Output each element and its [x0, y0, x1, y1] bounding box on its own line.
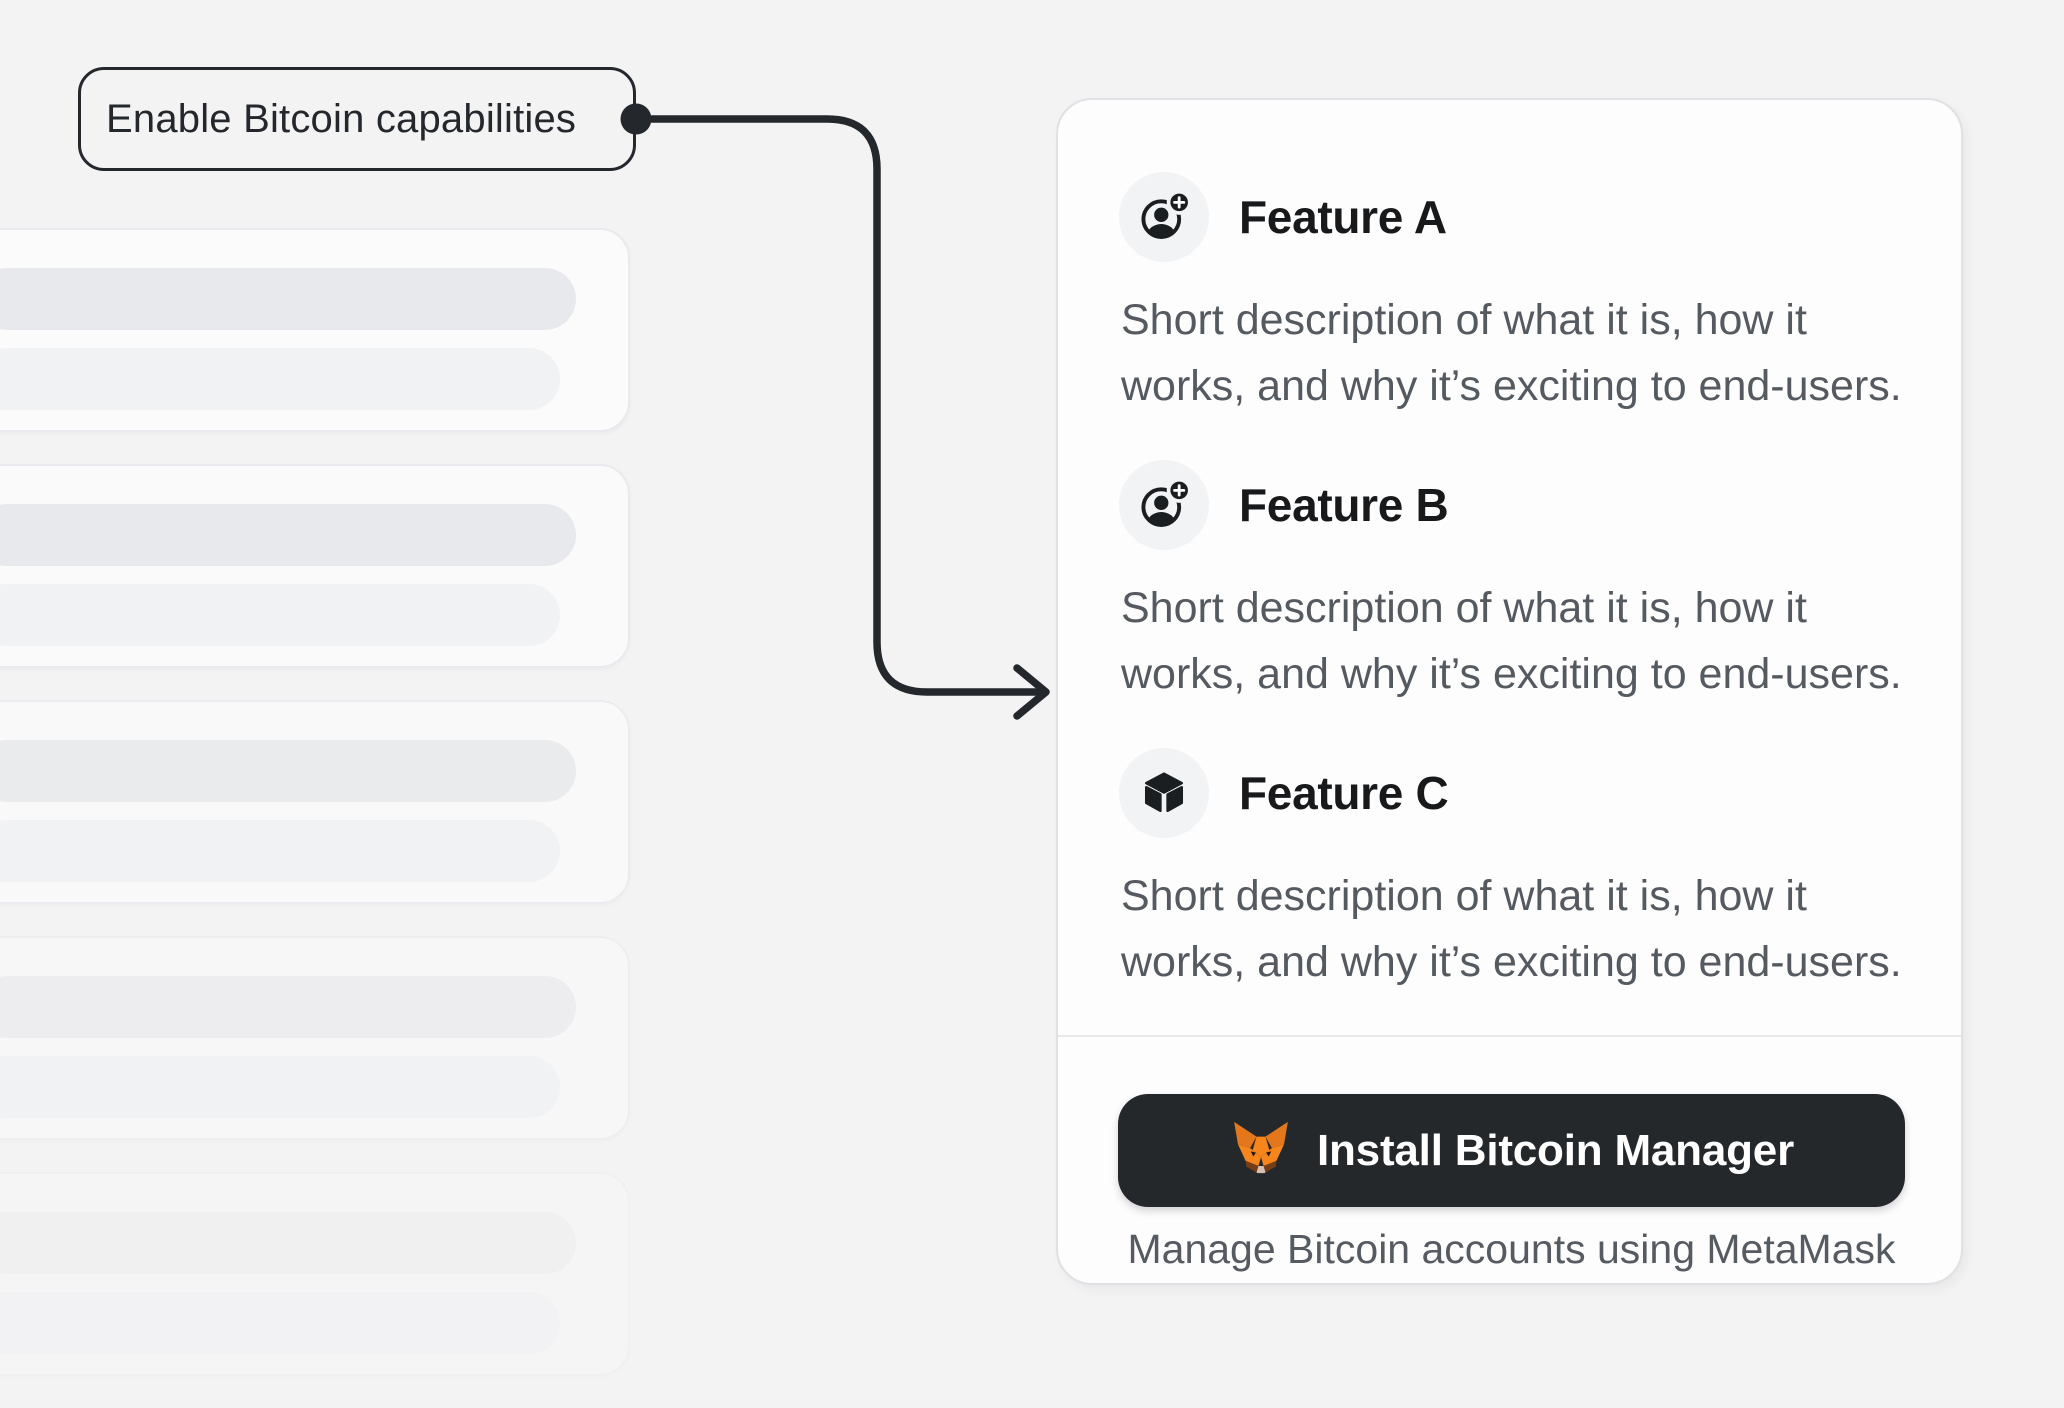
feature-description: Short description of what it is, how it …	[1121, 287, 1919, 419]
feature-title: Feature B	[1239, 479, 1449, 531]
feature-panel: Feature A Short description of what it i…	[1056, 98, 1963, 1285]
metamask-fox-icon	[1234, 1121, 1288, 1179]
feature-icon-circle	[1119, 748, 1209, 838]
feature-header: Feature C	[1119, 748, 1919, 838]
feature-row: Feature B Short description of what it i…	[1119, 460, 1919, 707]
feature-description-line: Short description of what it is, how it	[1121, 584, 1807, 632]
feature-title: Feature C	[1239, 767, 1449, 819]
skeleton-bar	[0, 820, 560, 882]
skeleton-bar	[0, 740, 576, 802]
skeleton-bar	[0, 268, 576, 330]
feature-description-line: works, and why it’s exciting to end-user…	[1121, 362, 1902, 410]
install-button-label: Install Bitcoin Manager	[1316, 1125, 1795, 1175]
account-add-icon	[1141, 191, 1190, 239]
skeleton-bar	[0, 348, 560, 410]
skeleton-bar	[0, 504, 576, 566]
feature-row: Feature A Short description of what it i…	[1119, 172, 1919, 419]
skeleton-card	[0, 464, 630, 668]
feature-description-line: Short description of what it is, how it	[1121, 872, 1807, 920]
skeleton-card	[0, 700, 630, 904]
skeleton-bar	[0, 584, 560, 646]
feature-header: Feature B	[1119, 460, 1919, 550]
skeleton-card	[0, 1172, 630, 1376]
feature-title: Feature A	[1239, 191, 1447, 243]
panel-divider	[1058, 1035, 1961, 1037]
skeleton-bar	[0, 1292, 560, 1354]
feature-header: Feature A	[1119, 172, 1919, 262]
connector-arrowhead	[1013, 664, 1050, 720]
feature-description-line: works, and why it’s exciting to end-user…	[1121, 650, 1902, 698]
feature-description-line: works, and why it’s exciting to end-user…	[1121, 938, 1902, 986]
callout-enable-bitcoin: Enable Bitcoin capabilities	[78, 67, 636, 171]
install-bitcoin-manager-button[interactable]: Install Bitcoin Manager	[1118, 1094, 1905, 1207]
callout-label: Enable Bitcoin capabilities	[106, 96, 577, 141]
feature-description-line: Short description of what it is, how it	[1121, 296, 1807, 344]
skeleton-card	[0, 936, 630, 1140]
skeleton-card	[0, 228, 630, 432]
skeleton-bar	[0, 976, 576, 1038]
feature-icon-circle	[1119, 460, 1209, 550]
connector-line	[648, 115, 1042, 696]
feature-row: Feature C Short description of what it i…	[1119, 748, 1919, 995]
feature-icon-circle	[1119, 172, 1209, 262]
account-add-icon	[1141, 479, 1190, 527]
feature-description: Short description of what it is, how it …	[1121, 863, 1919, 995]
cube-icon	[1144, 772, 1184, 813]
skeleton-bar	[0, 1056, 560, 1118]
install-caption: Manage Bitcoin accounts using MetaMask	[1127, 1226, 1896, 1272]
skeleton-bar	[0, 1212, 576, 1274]
feature-description: Short description of what it is, how it …	[1121, 575, 1919, 707]
